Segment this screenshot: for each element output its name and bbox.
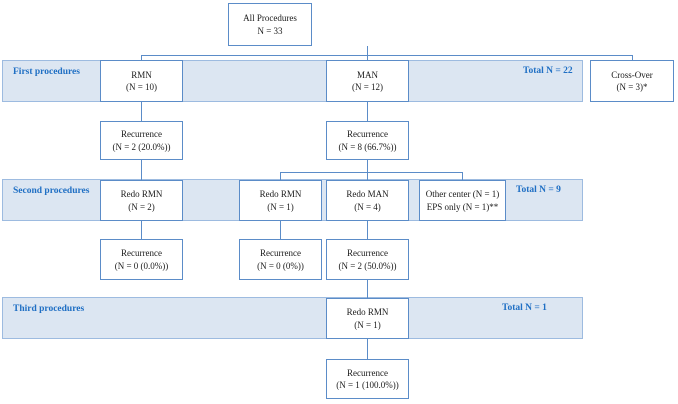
node-all-procedures-line2: N = 33 bbox=[257, 25, 283, 36]
connector-rmnrec-redormn2 bbox=[141, 160, 142, 180]
connector-manrec-stem bbox=[367, 160, 368, 172]
band-first-procedures: First procedures bbox=[2, 60, 583, 102]
node-rmn[interactable]: RMN (N = 10) bbox=[100, 60, 183, 102]
node-redo-rmn-3[interactable]: Redo RMN (N = 1) bbox=[326, 298, 409, 339]
band-second-procedures-label: Second procedures bbox=[13, 186, 90, 196]
node-redo-rmn-3-recurrence-line1: Recurrence bbox=[347, 367, 388, 378]
node-cross-over-line2: (N = 3)* bbox=[616, 82, 648, 92]
node-redo-rmn-2-line1: Redo RMN bbox=[120, 189, 163, 200]
node-other-center-eps[interactable]: Other center (N = 1) EPS only (N = 1)** bbox=[419, 180, 506, 221]
node-cross-over[interactable]: Cross-Over (N = 3)* bbox=[590, 60, 674, 102]
node-redo-rmn-1-recurrence[interactable]: Recurrence (N = 0 (0%)) bbox=[239, 239, 322, 280]
connector-to-man bbox=[367, 55, 368, 61]
node-all-procedures[interactable]: All Procedures N = 33 bbox=[228, 3, 312, 46]
node-redo-man-4-recurrence[interactable]: Recurrence (N = 2 (50.0%)) bbox=[326, 239, 409, 280]
node-redo-rmn-3-recurrence-line2: (N = 1 (100.0%)) bbox=[336, 380, 399, 390]
node-redo-man-4-recurrence-line1: Recurrence bbox=[347, 248, 388, 259]
connector-redomanrec-third bbox=[367, 280, 368, 298]
node-redo-rmn-1[interactable]: Redo RMN (N = 1) bbox=[239, 180, 322, 221]
connector-to-crossover bbox=[632, 55, 633, 61]
node-redo-man-4[interactable]: Redo MAN (N = 4) bbox=[326, 180, 409, 221]
connector-level1-bus bbox=[141, 55, 633, 56]
node-redo-rmn-2-line2: (N = 2) bbox=[128, 201, 155, 212]
band-third-procedures-label: Third procedures bbox=[13, 304, 85, 314]
node-eps-only-line2: EPS only (N = 1)** bbox=[426, 201, 499, 212]
connector-to-rmn bbox=[141, 55, 142, 61]
band-third-procedures: Third procedures bbox=[2, 297, 583, 339]
connector-redormn1-recurrence bbox=[280, 220, 281, 239]
node-redo-rmn-2-recurrence-line2: (N = 0 (0.0%)) bbox=[114, 260, 169, 271]
node-redo-man-4-line1: Redo MAN bbox=[346, 189, 389, 200]
connector-root-stem bbox=[367, 46, 368, 56]
node-man-line2: (N = 12) bbox=[351, 82, 384, 92]
node-all-procedures-line1: All Procedures bbox=[243, 13, 297, 24]
band-first-procedures-label: First procedures bbox=[13, 67, 80, 77]
connector-redormn3-recurrence bbox=[367, 339, 368, 359]
node-rmn-recurrence-line1: Recurrence bbox=[121, 129, 162, 140]
node-redo-rmn-1-line2: (N = 1) bbox=[267, 201, 294, 212]
connector-redormn2-recurrence bbox=[141, 220, 142, 239]
connector-man-recurrence bbox=[367, 101, 368, 122]
node-redo-rmn-1-recurrence-line2: (N = 0 (0%)) bbox=[257, 260, 304, 271]
node-rmn-recurrence[interactable]: Recurrence (N = 2 (20.0%)) bbox=[100, 121, 183, 160]
connector-to-redo-rmn-1 bbox=[280, 172, 281, 180]
node-redo-rmn-3-recurrence[interactable]: Recurrence (N = 1 (100.0%)) bbox=[326, 359, 409, 399]
node-man-recurrence-line2: (N = 8 (66.7%)) bbox=[338, 141, 397, 152]
connector-to-redo-man-4 bbox=[367, 172, 368, 180]
node-redo-rmn-3-line2: (N = 1) bbox=[354, 319, 381, 330]
node-redo-man-4-line2: (N = 4) bbox=[354, 201, 381, 212]
connector-level2-bus bbox=[280, 172, 463, 173]
node-man-recurrence-line1: Recurrence bbox=[347, 129, 388, 140]
connector-to-other-center bbox=[462, 172, 463, 180]
node-redo-rmn-1-line1: Redo RMN bbox=[259, 189, 302, 200]
node-redo-rmn-2-recurrence-line1: Recurrence bbox=[121, 248, 162, 259]
connector-rmn-recurrence bbox=[141, 101, 142, 122]
node-cross-over-line1: Cross-Over bbox=[611, 69, 653, 80]
node-rmn-recurrence-line2: (N = 2 (20.0%)) bbox=[112, 141, 171, 152]
node-rmn-line1: RMN bbox=[131, 69, 152, 80]
node-redo-rmn-1-recurrence-line1: Recurrence bbox=[260, 248, 301, 259]
node-redo-rmn-2[interactable]: Redo RMN (N = 2) bbox=[100, 180, 183, 221]
node-man[interactable]: MAN (N = 12) bbox=[326, 60, 409, 102]
node-rmn-line2: (N = 10) bbox=[125, 82, 158, 92]
node-redo-rmn-3-line1: Redo RMN bbox=[346, 307, 389, 318]
node-man-recurrence[interactable]: Recurrence (N = 8 (66.7%)) bbox=[326, 121, 409, 160]
node-redo-man-4-recurrence-line2: (N = 2 (50.0%)) bbox=[338, 260, 397, 271]
node-man-line1: MAN bbox=[356, 69, 378, 80]
band-second-procedures-total: Total N = 9 bbox=[516, 185, 561, 195]
node-other-center-line1: Other center (N = 1) bbox=[425, 189, 500, 200]
band-third-procedures-total: Total N = 1 bbox=[502, 303, 547, 313]
connector-redoman4-recurrence bbox=[367, 220, 368, 239]
band-first-procedures-total: Total N = 22 bbox=[523, 66, 573, 76]
node-redo-rmn-2-recurrence[interactable]: Recurrence (N = 0 (0.0%)) bbox=[100, 239, 183, 280]
